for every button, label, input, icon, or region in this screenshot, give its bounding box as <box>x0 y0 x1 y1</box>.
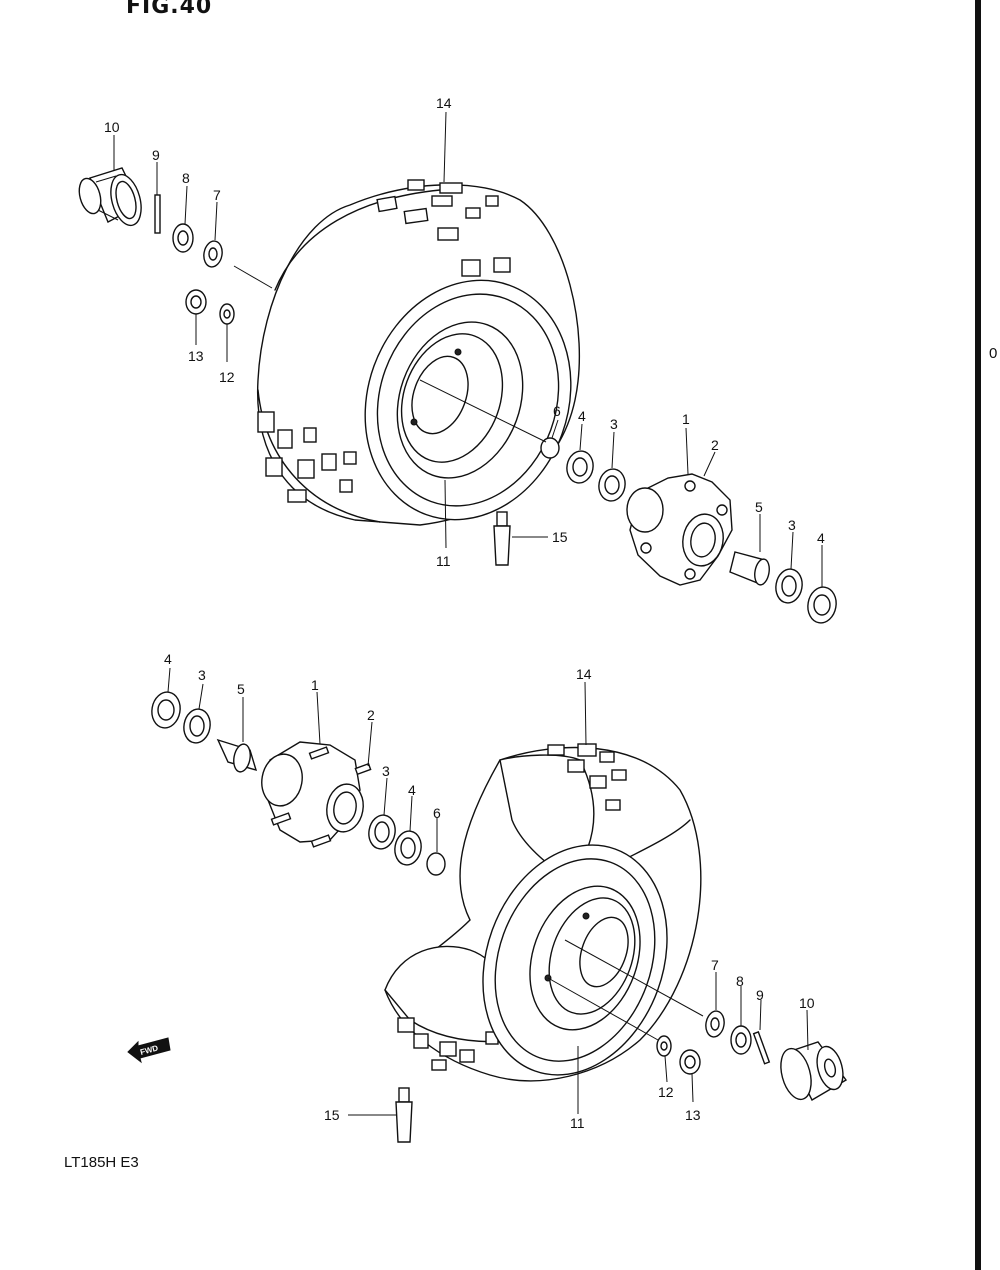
top-hub-cap <box>78 167 142 227</box>
top-bearing-right <box>775 568 803 604</box>
bottom-callout-3b: 3 <box>382 763 390 779</box>
top-tire <box>256 179 581 526</box>
bottom-collar-5 <box>216 738 258 773</box>
top-callout-10: 10 <box>104 119 120 135</box>
bottom-rim <box>482 844 668 1076</box>
page-edge-rule <box>975 0 981 1270</box>
bottom-bearing-right <box>368 814 396 850</box>
top-callout-7: 7 <box>213 187 221 203</box>
bottom-oil-seal-right <box>394 830 422 866</box>
figure-title: FIG.40 <box>126 0 213 19</box>
top-washer-7 <box>203 240 223 268</box>
top-leader-lines <box>113 111 823 587</box>
bottom-callout-4b: 4 <box>408 782 416 798</box>
top-callout-11: 11 <box>436 553 451 569</box>
top-rim <box>364 279 572 521</box>
top-valve-stem <box>493 511 511 566</box>
bottom-callout-9: 9 <box>756 987 764 1003</box>
top-callout-4b: 4 <box>817 530 825 546</box>
top-nut-13 <box>185 289 207 315</box>
bottom-oil-seal-left <box>151 691 181 729</box>
top-oil-seal-left <box>566 450 594 484</box>
bottom-washer-7 <box>705 1010 725 1038</box>
bottom-callout-10: 10 <box>799 995 815 1011</box>
top-callout-6: 6 <box>553 403 561 419</box>
top-spacer-6 <box>540 437 560 459</box>
top-wheel-hub <box>626 473 733 586</box>
top-cotter-pin <box>154 194 161 234</box>
bottom-callout-11: 11 <box>570 1115 585 1131</box>
bottom-nut-13 <box>679 1049 701 1075</box>
bottom-callout-13: 13 <box>685 1107 701 1123</box>
top-tire-tread <box>257 179 511 503</box>
bottom-callout-1: 1 <box>311 677 319 693</box>
top-callout-8: 8 <box>182 170 190 186</box>
top-callout-13: 13 <box>188 348 204 364</box>
top-wheel-assembly: 10 9 8 7 14 13 12 6 4 3 1 2 5 3 4 11 15 <box>78 95 837 624</box>
bottom-tire-tread <box>397 743 627 1071</box>
bottom-callout-6: 6 <box>433 805 441 821</box>
top-oil-seal-right <box>807 586 837 624</box>
top-bearing-left <box>598 468 626 502</box>
bottom-castle-nut <box>730 1025 752 1055</box>
edge-fragment: 0 <box>989 345 998 362</box>
top-castle-nut <box>172 223 194 253</box>
bottom-callout-5: 5 <box>237 681 245 697</box>
bottom-callout-2: 2 <box>367 707 375 723</box>
top-callout-4a: 4 <box>578 408 586 424</box>
bottom-cotter-pin <box>752 1031 771 1065</box>
bottom-callout-4a: 4 <box>164 651 172 667</box>
forward-arrow-icon: FWD <box>127 1037 171 1064</box>
bottom-callout-15: 15 <box>324 1107 340 1123</box>
bottom-hub-cap <box>780 1041 848 1101</box>
top-callout-3a: 3 <box>610 416 618 432</box>
top-callout-12: 12 <box>219 369 235 385</box>
top-collar-5 <box>729 551 770 586</box>
top-callout-5: 5 <box>755 499 763 515</box>
bottom-valve-stem <box>395 1087 413 1143</box>
top-callout-14: 14 <box>436 95 452 111</box>
top-callout-2: 2 <box>711 437 719 453</box>
bottom-bearing-left <box>183 708 211 744</box>
bottom-callout-3a: 3 <box>198 667 206 683</box>
bottom-washer-12 <box>656 1035 672 1057</box>
top-callout-9: 9 <box>152 147 160 163</box>
top-callout-1: 1 <box>682 411 690 427</box>
bottom-spacer-6 <box>426 852 446 876</box>
top-callout-3b: 3 <box>788 517 796 533</box>
bottom-tire <box>384 743 702 1082</box>
bottom-callout-12: 12 <box>658 1084 674 1100</box>
top-callout-15: 15 <box>552 529 568 545</box>
model-label: LT185H E3 <box>64 1154 139 1171</box>
bottom-callout-7: 7 <box>711 957 719 973</box>
top-washer-12 <box>219 303 235 325</box>
bottom-leader-lines <box>167 667 809 1116</box>
bottom-wheel-hub <box>261 741 372 848</box>
bottom-callout-14: 14 <box>576 666 592 682</box>
bottom-wheel-assembly: 4 3 5 1 2 3 4 6 14 7 8 9 10 12 13 11 15 <box>151 651 848 1143</box>
bottom-callout-8: 8 <box>736 973 744 989</box>
